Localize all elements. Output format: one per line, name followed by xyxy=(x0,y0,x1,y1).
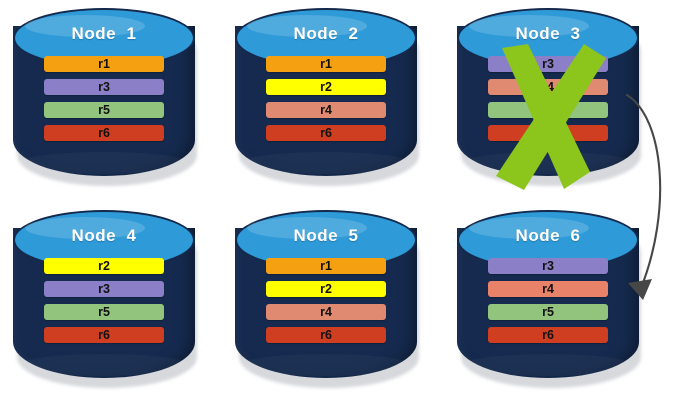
node-title: Node 6 xyxy=(515,226,581,245)
node-title: Node 3 xyxy=(515,24,581,43)
replica-bar[interactable]: r2 xyxy=(266,281,386,297)
node-title: Node 5 xyxy=(293,226,359,245)
replica-bar[interactable]: r6 xyxy=(488,327,608,343)
node-title: Node 4 xyxy=(71,226,137,245)
replica-bar[interactable]: r1 xyxy=(266,56,386,72)
replica-list: r1 r3 r5 r6 xyxy=(44,56,164,148)
replica-bar[interactable]: r3 xyxy=(488,258,608,274)
replica-bar[interactable]: r3 xyxy=(44,281,164,297)
replica-bar[interactable]: r1 xyxy=(44,56,164,72)
replica-bar[interactable]: r5 xyxy=(44,304,164,320)
replica-bar[interactable]: r5 xyxy=(44,102,164,118)
node-cylinder-3[interactable]: Node 3 r3 r4 r5 r6 xyxy=(457,8,641,186)
replica-list: r1 r2 r4 r6 xyxy=(266,258,386,350)
node-cylinder-4[interactable]: Node 4 r2 r3 r5 r6 xyxy=(13,210,197,388)
replica-bar[interactable]: r3 xyxy=(488,56,608,72)
replica-bar[interactable]: r1 xyxy=(266,258,386,274)
replica-bar[interactable]: r6 xyxy=(44,327,164,343)
replica-bar[interactable]: r5 xyxy=(488,304,608,320)
replica-bar[interactable]: r2 xyxy=(266,79,386,95)
replica-bar[interactable]: r4 xyxy=(266,102,386,118)
replica-bar[interactable]: r3 xyxy=(44,79,164,95)
replica-bar[interactable]: r4 xyxy=(488,281,608,297)
node-title: Node 1 xyxy=(71,24,137,43)
replica-list: r3 r4 r5 r6 xyxy=(488,56,608,148)
replica-bar[interactable]: r6 xyxy=(266,125,386,141)
node-cylinder-2[interactable]: Node 2 r1 r2 r4 r6 xyxy=(235,8,419,186)
node-cylinder-1[interactable]: Node 1 r1 r3 r5 r6 xyxy=(13,8,197,186)
replica-bar[interactable]: r6 xyxy=(44,125,164,141)
replica-bar[interactable]: r4 xyxy=(266,304,386,320)
replica-bar[interactable]: r6 xyxy=(266,327,386,343)
replica-bar[interactable]: r5 xyxy=(488,102,608,118)
replica-bar[interactable]: r6 xyxy=(488,125,608,141)
replica-bar[interactable]: r2 xyxy=(44,258,164,274)
replica-list: r2 r3 r5 r6 xyxy=(44,258,164,350)
node-cylinder-5[interactable]: Node 5 r1 r2 r4 r6 xyxy=(235,210,419,388)
replica-bar[interactable]: r4 xyxy=(488,79,608,95)
node-cylinder-6[interactable]: Node 6 r3 r4 r5 r6 xyxy=(457,210,641,388)
replica-list: r1 r2 r4 r6 xyxy=(266,56,386,148)
replica-list: r3 r4 r5 r6 xyxy=(488,258,608,350)
node-title: Node 2 xyxy=(293,24,359,43)
